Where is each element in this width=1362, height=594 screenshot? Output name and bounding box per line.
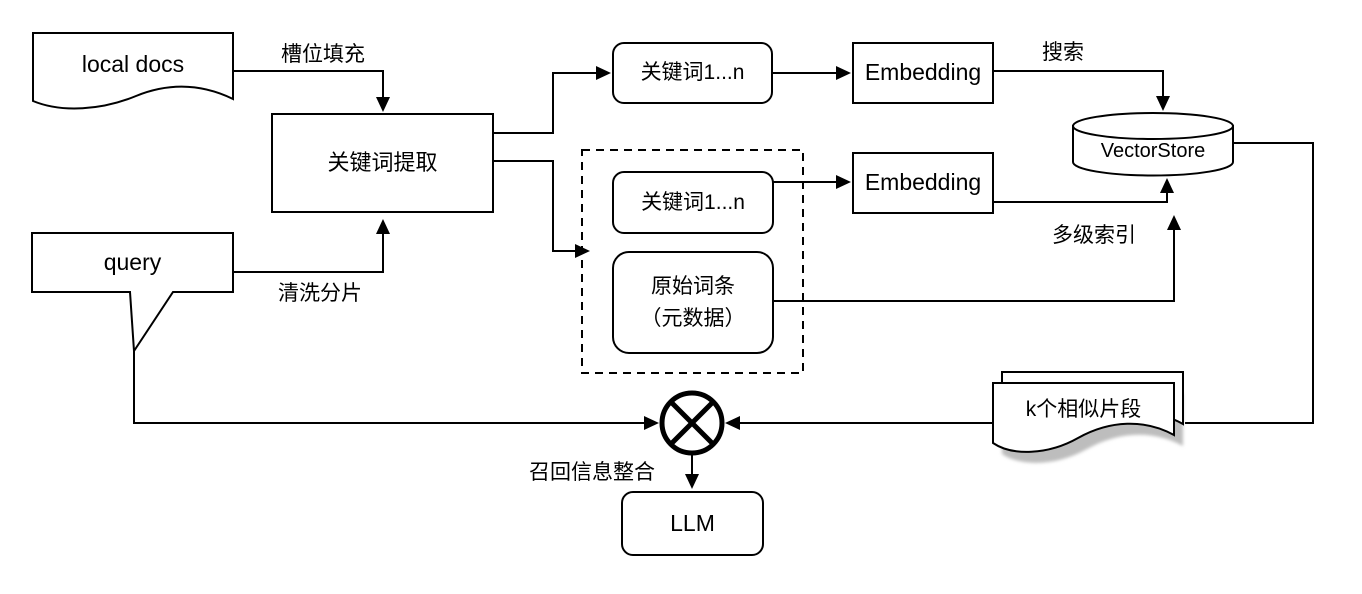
keywords-inner-label: 关键词1...n xyxy=(641,190,745,214)
raw-terms-label-line2: （元数据） xyxy=(640,306,746,330)
keywords-inner-shape xyxy=(612,171,774,234)
embedding-mid-label: Embedding xyxy=(864,169,982,196)
embedding-top-shape xyxy=(852,42,994,104)
edge-query-to-merge xyxy=(133,351,645,424)
edge-query-to-extraction xyxy=(233,234,384,273)
edge-label-clean-split: 清洗分片 xyxy=(278,281,362,305)
edge-extraction-to-group xyxy=(493,160,575,252)
vector-store-body xyxy=(1072,125,1234,177)
edge-rawterms-to-vectorstore xyxy=(773,230,1175,302)
local-docs-label: local docs xyxy=(81,51,185,78)
arrowhead-right-keywords-top xyxy=(596,66,611,80)
keyword-extraction-label: 关键词提取 xyxy=(327,149,438,175)
arrowhead-down-llm xyxy=(685,474,699,489)
edge-label-search: 搜索 xyxy=(1042,40,1084,64)
edge-embedding-to-vectorstore-search xyxy=(993,70,1164,96)
edge-label-slot-filling: 槽位填充 xyxy=(281,42,365,66)
merge-x-line-2 xyxy=(669,400,715,446)
raw-terms-label: 原始词条 （元数据） xyxy=(613,252,773,353)
query-label: query xyxy=(103,248,162,275)
edge-extraction-to-keywords-top xyxy=(493,72,596,134)
edge-embeddingmid-to-vectorstore xyxy=(993,193,1168,203)
vector-store-top xyxy=(1072,112,1234,140)
edge-label-recall-merge: 召回信息整合 xyxy=(529,460,655,484)
metadata-group-shape xyxy=(581,149,804,374)
local-docs-shape xyxy=(32,32,234,110)
arrowhead-up-vectorstore-raw xyxy=(1167,215,1181,230)
k-similar-front-shape xyxy=(992,382,1175,453)
arrowhead-right-embedding-mid xyxy=(836,175,851,189)
embedding-top-label: Embedding xyxy=(864,59,982,86)
arrowhead-into-merge-left xyxy=(644,416,659,430)
arrowhead-down-vectorstore xyxy=(1156,96,1170,111)
query-shape xyxy=(31,232,234,355)
keywords-top-label: 关键词1...n xyxy=(640,61,745,85)
keywords-top-shape xyxy=(612,42,773,104)
vector-store-shape xyxy=(1072,112,1234,177)
arrowhead-up-extraction xyxy=(376,219,390,234)
raw-terms-label-line1: 原始词条 xyxy=(651,275,735,298)
merge-cross-circle-icon xyxy=(659,390,725,456)
llm-label: LLM xyxy=(670,509,715,536)
edge-localdocs-to-extraction xyxy=(233,70,384,97)
raw-terms-shape xyxy=(612,251,774,354)
edge-label-multi-level-index: 多级索引 xyxy=(1052,223,1136,247)
embedding-mid-shape xyxy=(852,152,994,214)
arrowhead-up-vectorstore-mid xyxy=(1160,178,1174,193)
vector-store-label: VectorStore xyxy=(1100,140,1206,162)
arrowhead-into-merge-right xyxy=(725,416,740,430)
k-similar-label: k个相似片段 xyxy=(1025,398,1142,422)
keyword-extraction-shape xyxy=(271,113,494,213)
arrowhead-right-embedding-top xyxy=(836,66,851,80)
llm-shape xyxy=(621,491,764,556)
edge-vectorstore-to-ksimilar xyxy=(1185,142,1314,424)
arrowhead-down-extraction xyxy=(376,97,390,112)
